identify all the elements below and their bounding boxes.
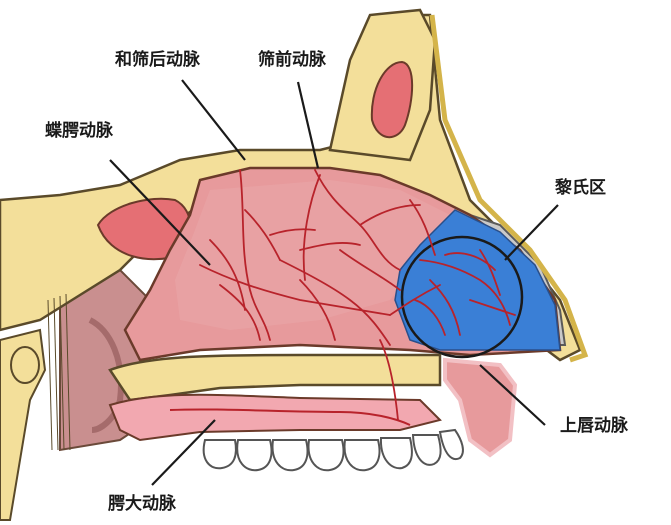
tooth	[202, 439, 237, 470]
label-littles-area: 黎氏区	[555, 178, 606, 198]
leader-posterior-ethmoidal	[181, 79, 246, 161]
upper-lip	[443, 357, 518, 458]
label-greater-palatine-artery: 腭大动脉	[108, 494, 176, 514]
label-sphenopalatine-artery: 蝶腭动脉	[45, 121, 113, 141]
tooth	[411, 434, 442, 466]
tooth	[271, 439, 309, 472]
frontal-sinus	[370, 60, 414, 139]
palatine-artery	[169, 408, 411, 426]
littles-area-circle	[400, 235, 524, 359]
label-posterior-ethmoidal-artery: 和筛后动脉	[115, 50, 200, 70]
tooth	[307, 439, 345, 472]
tooth	[343, 439, 381, 472]
septum-inner	[175, 180, 450, 330]
leader-lines	[109, 79, 559, 486]
pharynx-fold	[88, 317, 124, 433]
leader-sphenopalatine	[109, 159, 211, 266]
vertebra-round	[10, 346, 40, 384]
label-superior-labial-artery: 上唇动脉	[560, 416, 628, 436]
tooth	[236, 439, 273, 472]
tooth	[438, 428, 464, 460]
artery-network	[199, 169, 441, 421]
palate-mucosa	[108, 393, 442, 442]
leader-anterior-ethmoidal	[296, 81, 320, 169]
hard-palate	[108, 353, 442, 402]
posterior-fibers	[47, 293, 71, 451]
leader-greater-palatine	[151, 419, 216, 486]
tooth	[379, 437, 413, 470]
littles-area-arteries	[414, 249, 516, 336]
leader-littles-area	[504, 204, 559, 261]
label-anterior-ethmoidal-artery: 筛前动脉	[258, 50, 326, 70]
teeth	[202, 428, 464, 472]
leader-superior-labial	[479, 364, 546, 426]
nose-skin	[429, 14, 589, 363]
